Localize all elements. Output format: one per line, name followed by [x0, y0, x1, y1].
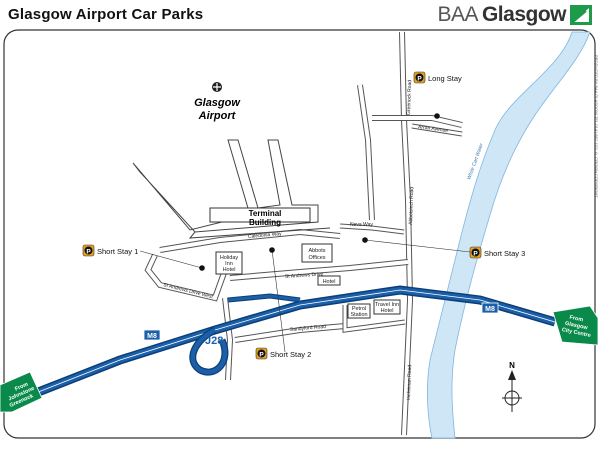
svg-text:Airport: Airport [198, 110, 237, 122]
m8-shield-east: M8 [481, 302, 499, 314]
svg-text:From: From [569, 315, 584, 324]
brand-prefix: BAA [437, 3, 478, 26]
svg-text:Glasgow: Glasgow [564, 321, 588, 332]
svg-text:Short Stay 1: Short Stay 1 [97, 247, 138, 256]
other-buildings: Holiday Inn Hotel Abbots Offices Hotel P… [215, 243, 401, 319]
svg-text:Offices: Offices [308, 255, 325, 261]
svg-text:Terminal: Terminal [249, 209, 282, 218]
svg-text:Building: Building [249, 218, 281, 227]
svg-text:Holiday: Holiday [220, 255, 239, 261]
svg-text:Short Stay 2: Short Stay 2 [270, 350, 311, 359]
svg-text:N: N [509, 361, 515, 370]
road-network [144, 31, 463, 436]
road-inchinnan: Inchinnan Road [406, 365, 413, 400]
car-park-short-stay-1[interactable]: P Short Stay 1 [82, 244, 138, 257]
road-sandyford: Sandyford Road [290, 324, 327, 333]
svg-text:M8: M8 [147, 333, 157, 340]
svg-text:Hotel: Hotel [381, 308, 394, 314]
brand-mark-icon [570, 5, 592, 25]
airfield-outline [132, 139, 331, 239]
svg-text:P: P [86, 249, 91, 256]
m8-shield-west: M8 [143, 329, 161, 341]
road-neva-way: Neva Way [350, 222, 373, 228]
road-st-andrews-drive: St Andrews Drive [285, 271, 324, 280]
car-park-markers [139, 239, 471, 353]
svg-text:Travel Inn: Travel Inn [375, 302, 399, 308]
svg-text:P: P [417, 76, 422, 83]
svg-text:Petrol: Petrol [352, 306, 366, 312]
brand-logo: BAA Glasgow [437, 3, 592, 27]
page-title: Glasgow Airport Car Parks [8, 6, 204, 23]
svg-text:Long Stay: Long Stay [428, 74, 462, 83]
svg-text:Inn: Inn [225, 261, 233, 267]
road-greenock: Greenock Road [406, 80, 413, 115]
car-park-long-stay[interactable]: P Long Stay [413, 71, 462, 84]
car-park-short-stay-2[interactable]: P Short Stay 2 [255, 347, 311, 360]
short-stay-1-dot [199, 265, 205, 271]
svg-text:Station: Station [350, 312, 367, 318]
terminal-building: Terminal Building [209, 207, 311, 227]
copyright-note: PRODUCED BY BAA GLASGOW TEL 0141 887 111… [594, 55, 599, 198]
svg-text:From: From [14, 382, 29, 393]
brand-name: Glasgow [481, 3, 567, 26]
svg-text:City Centre: City Centre [561, 327, 591, 339]
svg-text:M8: M8 [485, 306, 495, 313]
svg-text:Abbots: Abbots [308, 248, 325, 254]
long-stay-dot [434, 113, 440, 119]
svg-text:P: P [259, 352, 264, 359]
svg-text:Glasgow: Glasgow [194, 97, 241, 109]
svg-text:Hotel: Hotel [323, 279, 336, 285]
svg-text:Hotel: Hotel [223, 267, 236, 273]
car-park-short-stay-3[interactable]: P Short Stay 3 [469, 246, 525, 259]
junction-label: J28 [205, 335, 223, 347]
m8-motorway [3, 285, 557, 410]
compass-icon: N [502, 361, 522, 412]
river-white-cart [427, 31, 591, 439]
road-abbotsinch: Abbotsinch Road [408, 187, 415, 225]
road-arran-avenue: Arran Avenue [418, 124, 449, 134]
short-stay-2-dot [269, 247, 275, 253]
svg-text:Short Stay 3: Short Stay 3 [484, 249, 525, 258]
svg-text:P: P [473, 251, 478, 258]
airport-label: Glasgow Airport [194, 82, 241, 122]
short-stay-3-dot [362, 237, 368, 243]
direction-sign-east: From Glasgow City Centre [552, 305, 599, 346]
road-caledonia-way: Caledonia Way [248, 231, 283, 240]
